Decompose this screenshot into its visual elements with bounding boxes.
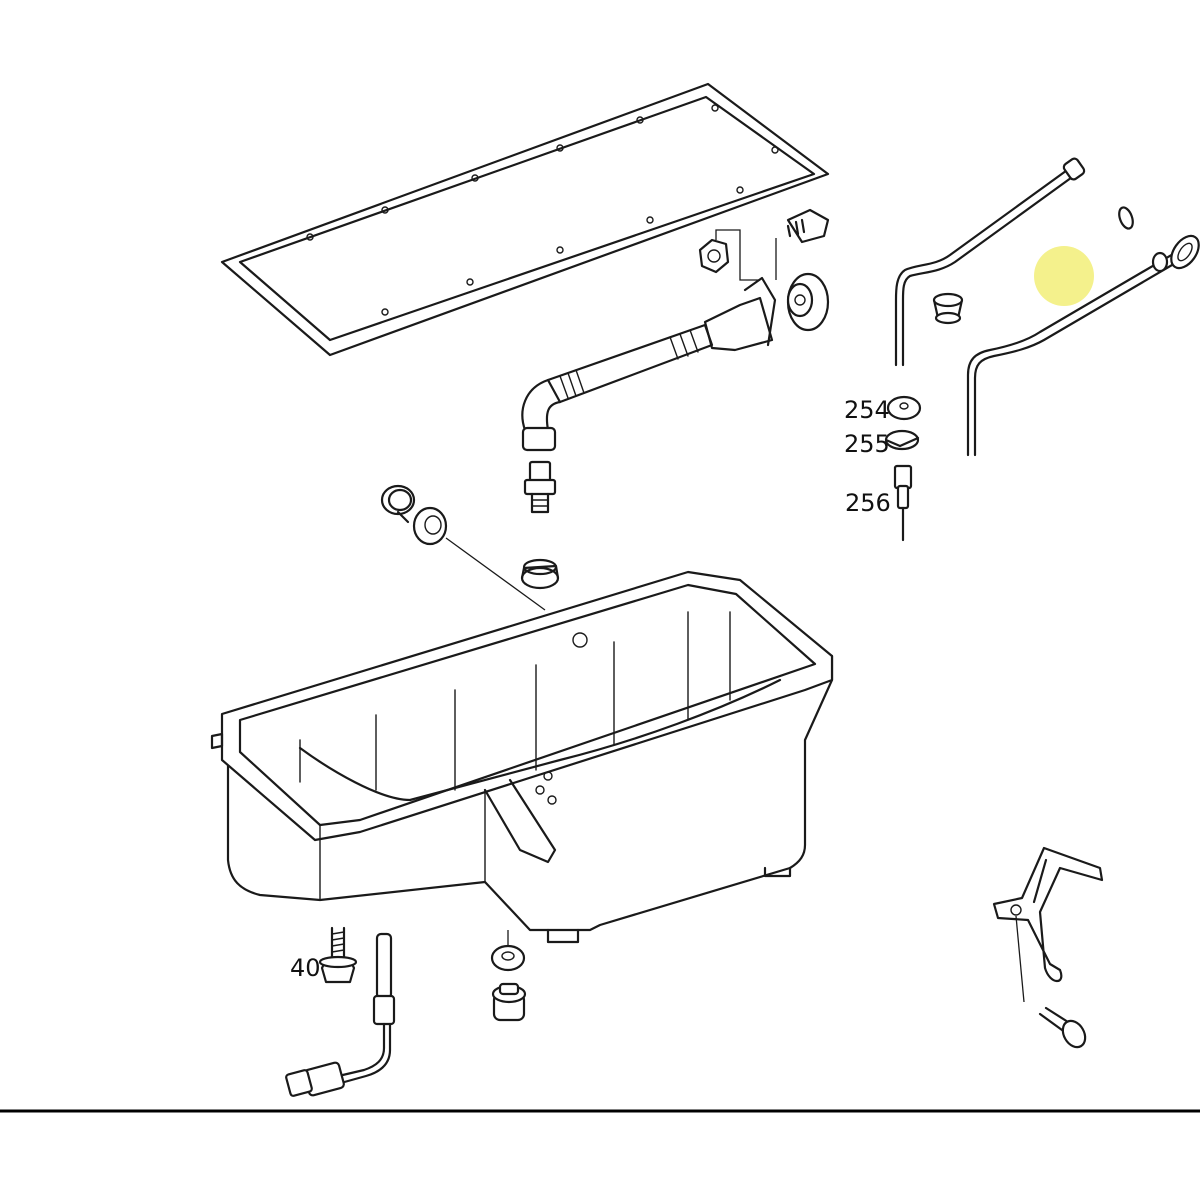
connector-icon bbox=[893, 464, 913, 542]
bolt-40-icon bbox=[318, 926, 358, 984]
callout-256: 256 bbox=[845, 489, 891, 517]
bracket-bolt-icon bbox=[1038, 1006, 1087, 1049]
fitting-icon bbox=[523, 460, 557, 514]
drain-plug-icon bbox=[380, 484, 416, 524]
temperature-sensor-icon bbox=[285, 932, 396, 1097]
gasket-icon bbox=[220, 82, 830, 357]
clamp-icon bbox=[884, 429, 920, 451]
nut-icon bbox=[698, 238, 730, 274]
dipstick-tube-icon bbox=[894, 157, 1086, 367]
callout-255: 255 bbox=[844, 430, 890, 458]
oil-pan-icon bbox=[210, 570, 834, 944]
bracket-icon bbox=[992, 846, 1104, 983]
sealing-ring-icon bbox=[412, 506, 448, 546]
grommet-icon bbox=[786, 272, 830, 332]
drain-plug-bottom-icon bbox=[491, 982, 527, 1022]
highlight-marker bbox=[1034, 246, 1094, 306]
callout-40: 40 bbox=[290, 954, 321, 982]
bolt-icon bbox=[786, 208, 830, 244]
grommet-small-icon bbox=[932, 292, 964, 325]
callout-254: 254 bbox=[844, 396, 890, 424]
seal-ring-icon bbox=[520, 558, 560, 590]
breather-hose-icon bbox=[521, 276, 777, 452]
dipstick-icon bbox=[966, 234, 1200, 457]
drain-washer-icon bbox=[490, 930, 526, 972]
o-ring-icon bbox=[1118, 206, 1134, 230]
washer-icon bbox=[886, 395, 922, 421]
